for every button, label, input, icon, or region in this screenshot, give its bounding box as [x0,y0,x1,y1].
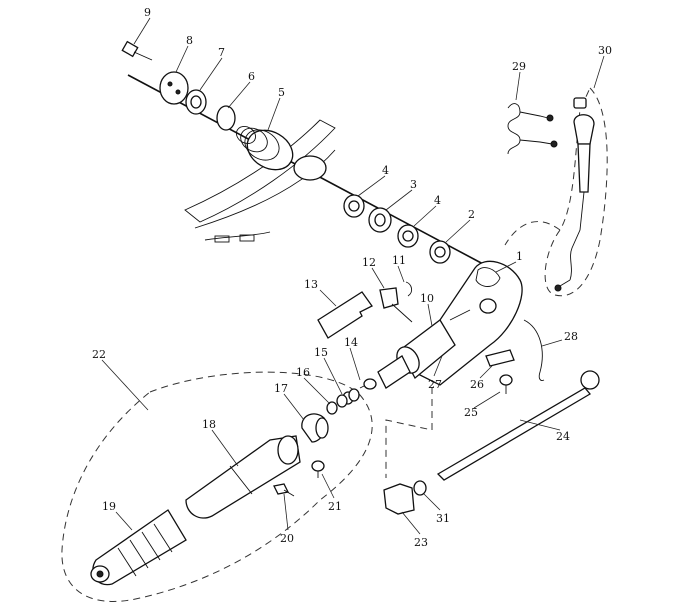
callout-28: 28 [564,330,578,343]
callout-12: 12 [362,256,376,269]
cowling-boss [293,155,327,181]
callout-9: 9 [144,6,151,19]
part-31-clip [413,480,427,496]
group-23-link [385,375,433,478]
leader-lines [101,17,605,535]
part-18-grip-body [185,435,301,519]
part-30-stop-switch [554,97,595,292]
callout-25: 25 [464,406,478,419]
callout-17: 17 [274,382,288,395]
group-22-boundary [61,371,373,602]
callout-30: 30 [598,44,612,57]
callout-15: 15 [314,346,328,359]
part-15-spring [336,388,360,408]
part-5-grommet [236,126,294,171]
callout-4-upper: 4 [382,164,389,177]
callout-22: 22 [92,348,106,361]
callout-labels: 1 2 3 4 4 5 6 7 8 9 10 11 12 13 14 15 16… [92,6,612,549]
group-30-link [504,221,561,246]
part-2-ring [429,240,451,264]
part-4-washer-upper [343,194,365,218]
part-17-sleeve [301,413,329,443]
group-30-boundary [544,87,608,297]
callout-2: 2 [468,208,475,221]
part-20-screw [273,483,295,497]
part-26-plate [485,349,515,367]
callout-29: 29 [512,60,526,73]
callout-16: 16 [296,366,310,379]
part-23-block [383,483,415,515]
part-3-bushing [368,207,392,233]
callout-11: 11 [392,254,406,267]
part-25-bolt [499,374,513,394]
callout-19: 19 [102,500,116,513]
callout-21: 21 [328,500,342,513]
callout-7: 7 [218,46,225,59]
callout-31: 31 [436,512,450,525]
part-13-label-plate [317,291,373,339]
part-7-bushing [185,89,207,115]
part-4-washer-lower [397,224,419,248]
callout-23: 23 [414,536,428,549]
part-10-throttle-shaft [377,355,411,389]
callout-20: 20 [280,532,294,545]
callout-10: 10 [420,292,434,305]
callout-27: 27 [428,378,442,391]
callout-6: 6 [248,70,255,83]
part-14-screw [359,378,377,390]
part-19-rubber-grip [90,509,187,586]
part-24-rod [436,370,600,481]
callout-8: 8 [186,34,193,47]
callout-4-lower: 4 [434,194,441,207]
callout-3: 3 [410,178,417,191]
callout-5: 5 [278,86,285,99]
callout-26: 26 [470,378,484,391]
callout-18: 18 [202,418,216,431]
callout-13: 13 [304,278,318,291]
callout-24: 24 [556,430,570,443]
callout-1: 1 [516,250,523,263]
part-29-coil-cord [507,103,558,155]
callout-14: 14 [344,336,358,349]
part-9-bolt [121,40,153,61]
part-21-screw [311,460,325,478]
part-16-washer [326,401,338,415]
part-8-plate [159,71,189,105]
part-11-pin [405,281,413,297]
part-12-clip [379,287,413,323]
part-6-ring [216,105,236,131]
part-28-stop-wire [523,319,545,381]
